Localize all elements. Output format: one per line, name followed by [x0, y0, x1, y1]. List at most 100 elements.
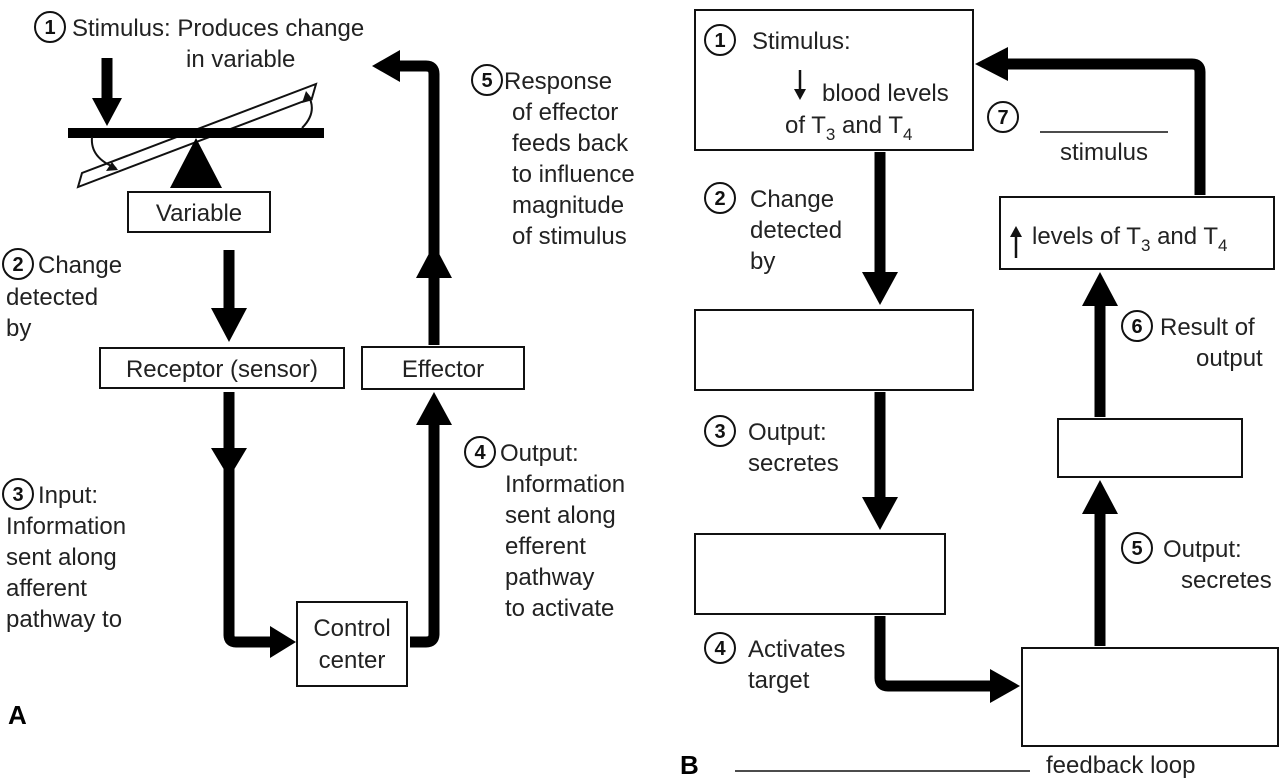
a-step2-line2: detected — [6, 284, 98, 311]
a-step3: 3 Input: Information sent along afferent… — [2, 478, 126, 633]
b-step6-number: 6 — [1131, 316, 1142, 338]
a-variable-label: Variable — [156, 200, 242, 227]
b-step3-line1: Output: — [748, 419, 827, 446]
b-levels-text-a: levels of T — [1032, 223, 1141, 250]
a-control-label-line2: center — [319, 647, 386, 674]
b-step7-number: 7 — [997, 107, 1008, 129]
a-step1: 1 Stimulus: Produces change in variable — [34, 11, 364, 73]
a-step2-circle — [2, 248, 34, 280]
a-step1-text-line1: Stimulus: Produces change — [72, 15, 364, 42]
a-step4-line6: to activate — [505, 595, 614, 622]
b-arrowhead-5-to-6 — [1082, 480, 1118, 514]
a-step4-line5: pathway — [505, 564, 594, 591]
b-levels-box — [999, 196, 1275, 270]
b-levels-text-b: and T — [1150, 223, 1218, 250]
b-step5-line1: Output: — [1163, 536, 1242, 563]
a-step3-line1: Input: — [38, 482, 98, 509]
b-arrowhead-feedback — [975, 47, 1008, 81]
a-step5: 5 Response of effector feeds back to inf… — [471, 64, 635, 250]
b-step2-line2: detected — [750, 217, 842, 244]
a-step3-circle — [2, 478, 34, 510]
a-step4-line1: Output: — [500, 440, 579, 467]
a-step1-number: 1 — [44, 17, 55, 39]
b-up-arrow-icon — [1010, 226, 1022, 237]
a-control-label-line1: Control — [313, 615, 390, 642]
b-step6-circle — [1121, 310, 1153, 342]
a-step4-line2: Information — [505, 471, 625, 498]
b-step5-line2: secretes — [1181, 567, 1272, 594]
a-arrow-control-to-effector — [410, 420, 440, 648]
b-step4-line1: Activates — [748, 636, 845, 663]
a-level-beam — [68, 128, 324, 138]
b-step3-circle — [704, 415, 736, 447]
a-step1-text-line2: in variable — [186, 46, 295, 73]
b-step1-line3-b: and T — [835, 112, 903, 139]
a-arrowhead-variable-to-receptor — [211, 308, 247, 342]
a-step5-line6: of stimulus — [512, 223, 627, 250]
b-step2-number: 2 — [714, 188, 725, 210]
a-step3-line3: sent along — [6, 544, 117, 571]
b-step4-circle — [704, 632, 736, 664]
a-receptor-box — [99, 347, 345, 389]
a-effector-box — [361, 346, 525, 390]
b-step1-sub4: 4 — [903, 125, 912, 144]
b-arrow-3-to-5 — [874, 616, 992, 692]
b-step1-sub3: 3 — [826, 125, 835, 144]
a-arrowhead-feedback-up — [416, 244, 452, 278]
b-step1-line3: of T3 and T4 — [785, 112, 912, 144]
b-step6-line2: output — [1196, 345, 1263, 372]
b-step3-number: 3 — [714, 421, 725, 443]
a-fulcrum — [170, 138, 222, 188]
a-step2-line1: Change — [38, 252, 122, 279]
b-down-arrow-icon — [794, 89, 806, 100]
a-arrow-feedback — [398, 60, 440, 345]
b-blank-box-5 — [1021, 647, 1279, 747]
a-step5-line3: feeds back — [512, 130, 629, 157]
a-step2-line3: by — [6, 315, 31, 342]
a-step5-line2: of effector — [512, 99, 618, 126]
a-step1-circle — [34, 11, 66, 43]
a-step4-circle — [464, 436, 496, 468]
a-step4-line4: efferent — [505, 533, 586, 560]
b-levels-text: levels of T3 and T4 — [1032, 223, 1227, 255]
a-step5-circle — [471, 64, 503, 96]
a-step2-number: 2 — [12, 254, 23, 276]
b-step1-line3-a: of T — [785, 112, 826, 139]
panel-b-label: B — [680, 750, 699, 779]
b-arrowhead-2-to-3 — [862, 497, 898, 530]
a-variable-box — [127, 191, 271, 233]
b-step2-line3: by — [750, 248, 775, 275]
b-blank-box-6 — [1057, 418, 1243, 478]
b-arrowhead-6-to-levels — [1082, 272, 1118, 306]
a-receptor-label: Receptor (sensor) — [126, 356, 318, 383]
b-levels-sub4: 4 — [1218, 236, 1227, 255]
b-step7-circle — [987, 101, 1019, 133]
b-step2-circle — [704, 182, 736, 214]
b-step4-line2: target — [748, 667, 810, 694]
b-footer-text: feedback loop — [1046, 752, 1195, 779]
a-step3-line2: Information — [6, 513, 126, 540]
b-step1-line2: blood levels — [822, 80, 949, 107]
a-arrowhead-input — [211, 448, 247, 478]
a-control-center-box — [296, 601, 408, 687]
a-arrowhead-feedback-left — [372, 50, 400, 82]
b-step7-text: stimulus — [1060, 139, 1148, 166]
a-step4: 4 Output: Information sent along efferen… — [464, 436, 625, 622]
b-step2-line1: Change — [750, 186, 834, 213]
a-step3-number: 3 — [12, 484, 23, 506]
b-levels-sub3: 3 — [1141, 236, 1150, 255]
b-step6-line1: Result of — [1160, 314, 1255, 341]
b-arrow-feedback — [1006, 58, 1206, 195]
a-effector-label: Effector — [402, 356, 484, 383]
b-blank-box-2 — [694, 309, 974, 391]
a-stimulus-arrowhead — [92, 98, 122, 126]
b-arrowhead-3-to-5 — [990, 669, 1020, 703]
a-step2: 2 Change detected by — [2, 248, 122, 342]
a-arrowhead-to-effector — [416, 392, 452, 425]
b-step1-circle — [704, 24, 736, 56]
a-step4-line3: sent along — [505, 502, 616, 529]
a-step3-line5: pathway to — [6, 606, 122, 633]
b-step1-number: 1 — [714, 30, 725, 52]
a-step5-number: 5 — [481, 70, 492, 92]
